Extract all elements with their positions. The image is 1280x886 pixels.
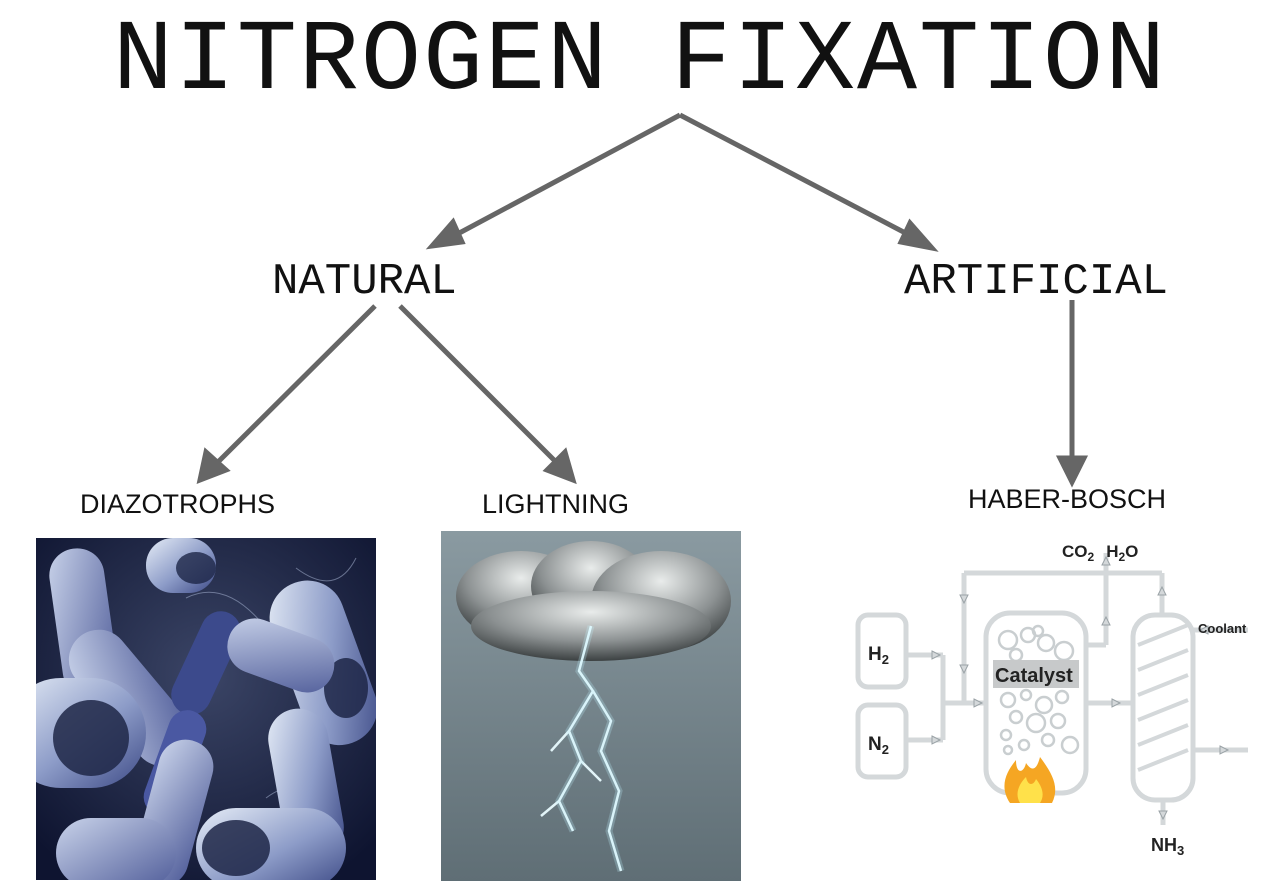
lightning-label: LIGHTNING	[482, 489, 630, 519]
coolant-label: Coolant	[1198, 621, 1247, 636]
n2-tank	[855, 702, 909, 780]
arrow-to-artificial	[678, 112, 917, 241]
nh3-label: NH3	[1151, 835, 1184, 858]
h2-label: H2	[868, 644, 889, 667]
n2-label: N2	[868, 734, 889, 757]
arrowhead-artificial	[897, 218, 939, 252]
arrow-to-lightning	[398, 304, 558, 464]
arrowhead-natural	[425, 217, 466, 250]
arrowhead-haber	[1055, 455, 1089, 488]
arrow-to-natural	[448, 112, 682, 241]
lightning-image	[441, 531, 741, 881]
page-title: NITROGEN FIXATION	[112, 6, 1168, 119]
arrow-to-diazotrophs	[216, 304, 377, 464]
artificial-label: ARTIFICIAL	[904, 257, 1169, 307]
flame-icon	[1004, 757, 1056, 803]
catalyst-label: Catalyst	[995, 665, 1073, 687]
diazotrophs-image	[36, 538, 376, 880]
haber-bosch-label: HABER-BOSCH	[968, 484, 1167, 514]
arrowhead-lightning	[542, 447, 577, 485]
arrowhead-diazotrophs	[196, 447, 231, 484]
diazotrophs-label: DIAZOTROPHS	[80, 489, 276, 519]
natural-label: NATURAL	[272, 257, 457, 307]
h2-tank	[855, 612, 909, 690]
